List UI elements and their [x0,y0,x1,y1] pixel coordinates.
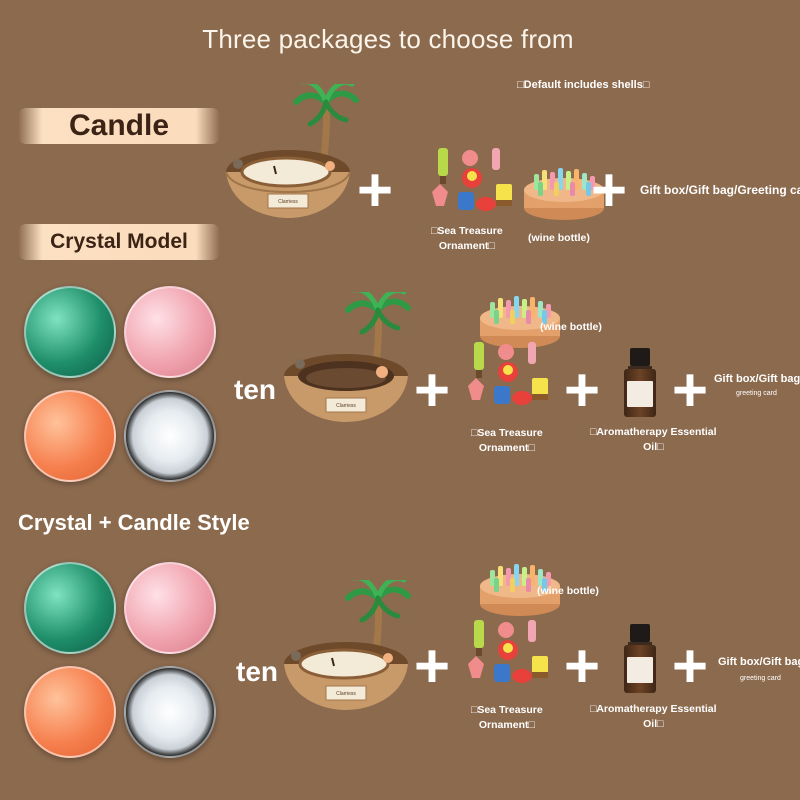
sea-treasure-line-2: Ornament□ [478,442,535,455]
gift-box-label: Gift box/Gift bag/ [718,656,800,668]
plus-sign: + [590,156,628,225]
essential-oil-line-1: □Aromatherapy Essential [590,426,717,438]
plus-sign: + [413,356,451,425]
sea-treasure-label: □Sea Treasure Ornament□ [471,426,543,456]
essential-oil-label: □Aromatherapy Essential Oil□ [590,702,717,732]
sea-treasure-label: □Sea Treasure Ornament□ [431,224,503,254]
essential-oil-bottle-icon [624,348,656,418]
coconut-candle-icon: Clarriess [225,84,362,218]
wine-bottle-label: (wine bottle) [540,321,602,333]
pink-crystal-icon [124,562,216,654]
sea-treasure-line-2: Ornament□ [438,240,495,253]
crystal-model-label: Crystal Model [18,224,220,260]
wine-bottle-label: (wine bottle) [537,585,599,597]
plus-sign: + [563,356,601,425]
sea-treasure-figures-icon [468,620,548,683]
plus-sign: + [671,356,709,425]
gift-box-label: Gift box/Gift bag/ [714,373,800,385]
orange-crystal-icon [24,666,116,758]
crystal-label-text: Crystal Model [50,230,188,253]
essential-oil-label: □Aromatherapy Essential Oil□ [590,425,717,455]
jar-label-3: Clarriess [336,691,356,697]
sea-treasure-line-2: Ornament□ [478,719,535,732]
orange-crystal-icon [24,390,116,482]
plus-sign: + [413,632,451,701]
green-crystal-icon [24,286,116,378]
default-shells-note: □Default includes shells□ [517,79,650,91]
jar-label-2: Clarriess [336,403,356,409]
plus-sign: + [671,632,709,701]
essential-oil-line-2: Oil□ [643,718,664,731]
quantity-ten-label: ten [236,656,278,687]
coconut-candle-icon: Clarriess [284,580,420,710]
sea-treasure-figures-icon [432,148,512,211]
wine-bottle-label: (wine bottle) [528,232,590,244]
sea-treasure-figures-icon [468,342,548,405]
plus-sign: + [563,632,601,701]
candle-package-label: Candle [18,108,220,144]
pink-crystal-icon [124,286,216,378]
clear-crystal-icon [124,666,216,758]
crystal-candle-style-label: Crystal + Candle Style [18,510,250,535]
essential-oil-bottle-icon [624,624,656,694]
jar-label-1: Clarriess [278,199,298,205]
green-crystal-icon [24,562,116,654]
greeting-card-label: greeting card [740,675,781,682]
sea-treasure-line-1: □Sea Treasure [471,427,543,439]
greeting-card-label: greeting card [736,390,777,397]
essential-oil-line-2: Oil□ [643,441,664,454]
plus-sign: + [356,156,394,225]
sea-treasure-line-1: □Sea Treasure [471,704,543,716]
sea-treasure-line-1: □Sea Treasure [431,225,503,237]
essential-oil-line-1: □Aromatherapy Essential [590,703,717,715]
sea-treasure-label: □Sea Treasure Ornament□ [471,703,543,733]
quantity-ten-label: ten [234,374,276,405]
gift-box-label: Gift box/Gift bag/Greeting card [640,183,800,197]
coconut-bowl-icon: Clarriess [284,292,420,422]
clear-crystal-icon [124,390,216,482]
candle-label-text: Candle [68,109,170,142]
page-title: Three packages to choose from [202,24,574,54]
